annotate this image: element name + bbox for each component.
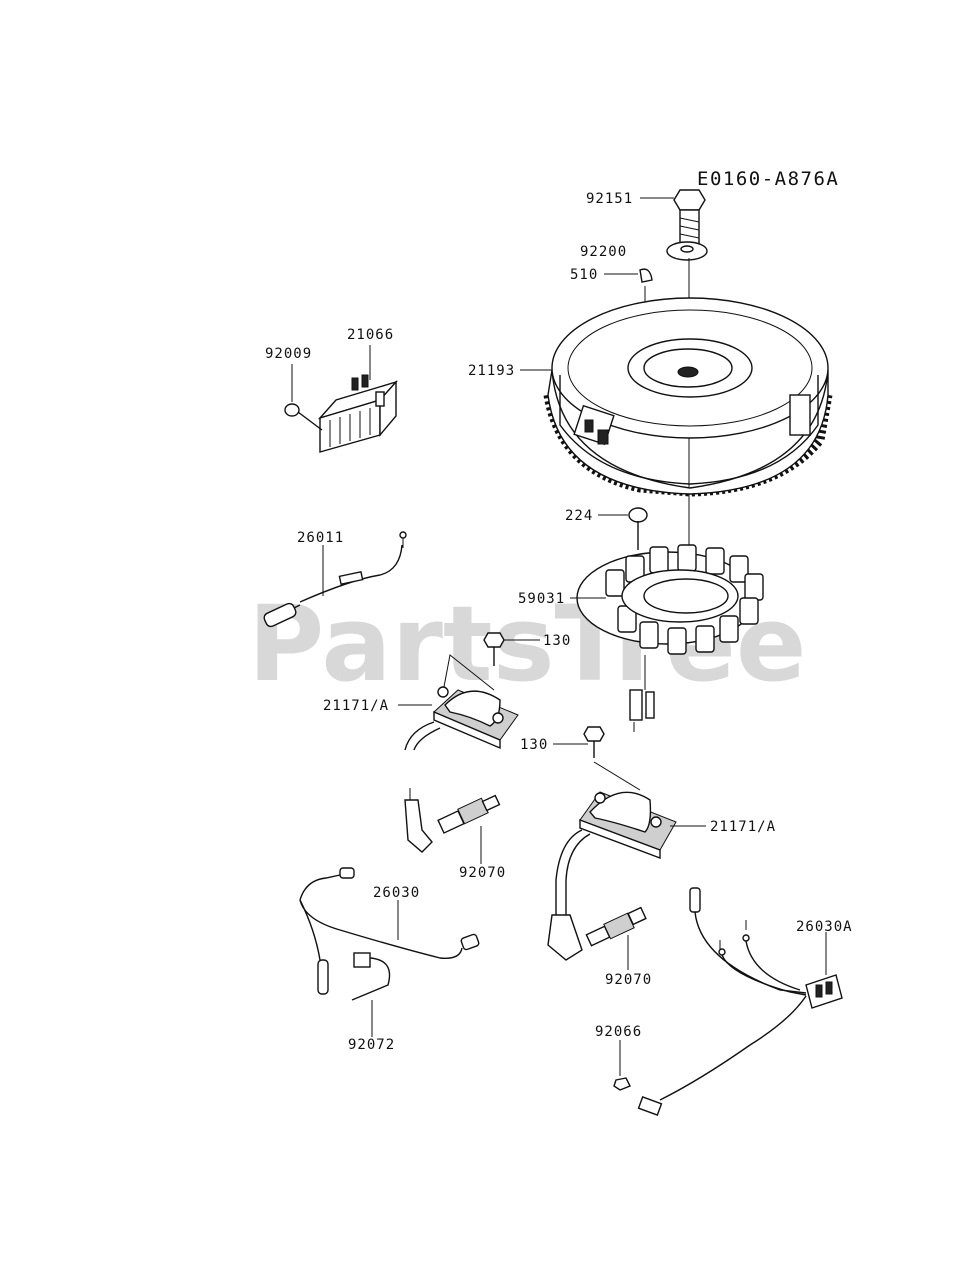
part-label-21171-lower: 21171/A <box>710 819 776 835</box>
part-label-21171-upper: 21171/A <box>323 698 389 714</box>
part-label-92151: 92151 <box>586 191 633 207</box>
part-label-92200: 92200 <box>580 244 627 260</box>
part-label-26030A: 26030A <box>796 919 853 935</box>
part-label-26030: 26030 <box>373 885 420 901</box>
bolt-130-upper <box>483 632 505 666</box>
wire-harness-26030 <box>299 867 480 1001</box>
part-label-21193: 21193 <box>468 363 515 379</box>
bolt-130-lower <box>583 726 605 758</box>
stator-59031 <box>576 544 764 732</box>
bolt-224 <box>628 507 648 550</box>
wire-26011 <box>263 531 407 628</box>
spark-plug-92070-upper <box>437 794 501 834</box>
drawing-code: E0160-A876A <box>697 168 839 190</box>
part-label-510: 510 <box>570 267 598 283</box>
ignition-coil-21171-upper <box>404 686 519 751</box>
spark-plug-92070-lower <box>585 906 647 947</box>
part-label-130-upper: 130 <box>543 633 571 649</box>
part-label-21066: 21066 <box>347 327 394 343</box>
part-label-92066: 92066 <box>595 1024 642 1040</box>
part-label-26011: 26011 <box>297 530 344 546</box>
part-label-59031: 59031 <box>518 591 565 607</box>
flywheel-21193 <box>543 297 833 497</box>
part-label-224: 224 <box>565 508 593 524</box>
bolt-92151 <box>673 189 706 247</box>
screw-92009 <box>284 403 323 431</box>
part-label-92009: 92009 <box>265 346 312 362</box>
part-label-92072: 92072 <box>348 1037 395 1053</box>
part-label-92070-upper: 92070 <box>459 865 506 881</box>
key-510 <box>639 268 653 283</box>
plug-cap-upper <box>404 788 433 853</box>
ignition-coil-21171-lower <box>547 791 677 961</box>
part-label-92070-lower: 92070 <box>605 972 652 988</box>
regulator-21066 <box>317 374 399 453</box>
washer-92200 <box>666 241 708 261</box>
wire-harness-26030A <box>637 887 843 1116</box>
nut-92066 <box>613 1077 631 1091</box>
part-label-130-lower: 130 <box>520 737 548 753</box>
